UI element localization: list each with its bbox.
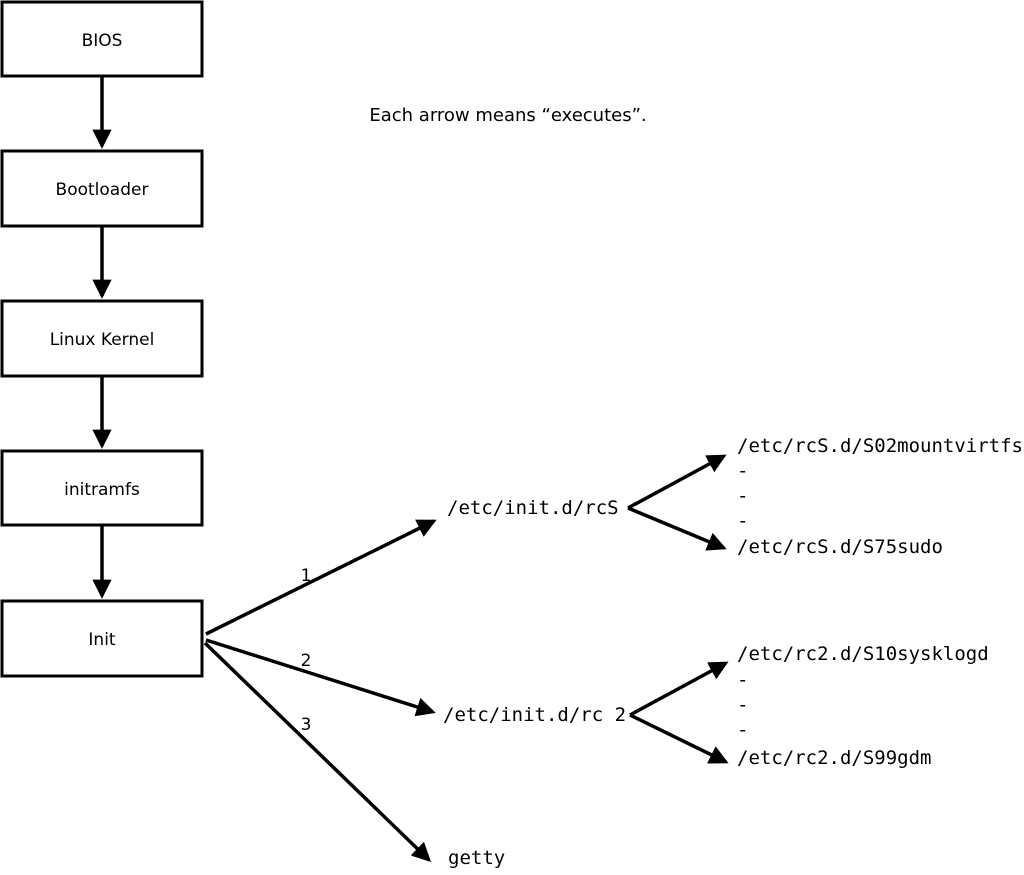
box-initramfs-label: initramfs — [64, 480, 140, 500]
branch-target-getty: getty — [448, 847, 505, 869]
rc2-script-fan: /etc/rc2.d/S10sysklogd - - - /etc/rc2.d/… — [629, 643, 989, 769]
box-initramfs — [0, 449, 204, 527]
boot-chain: BIOS Bootloader Linux Kernel initramfs I… — [0, 0, 204, 678]
box-init-label: Init — [88, 630, 116, 650]
box-bios — [0, 0, 204, 78]
box-linux-kernel — [0, 299, 204, 378]
ellipsis-dash: - — [737, 719, 748, 741]
branch-order-2: 2 — [301, 651, 312, 671]
branch-target-rc2: /etc/init.d/rc 2 — [443, 704, 626, 726]
ellipsis-dash: - — [737, 460, 748, 482]
rcS-first-script: /etc/rcS.d/S02mountvirtfs — [737, 435, 1023, 457]
ellipsis-dash: - — [737, 485, 748, 507]
box-bootloader-label: Bootloader — [56, 180, 149, 200]
box-bios-label: BIOS — [82, 31, 123, 51]
arrow-init-to-getty — [203, 641, 432, 863]
rc2-last-script: /etc/rc2.d/S99gdm — [737, 747, 931, 769]
arrow-rc2-to-first-script — [629, 661, 729, 717]
branch-target-rcS: /etc/init.d/rcS — [447, 497, 619, 519]
arrow-init-to-rcS — [205, 519, 437, 636]
arrow-rcS-to-first-script — [627, 454, 727, 510]
ellipsis-dash: - — [737, 669, 748, 691]
branch-order-1: 1 — [301, 566, 312, 586]
rc2-first-script: /etc/rc2.d/S10sysklogd — [737, 643, 989, 665]
ellipsis-dash: - — [737, 510, 748, 532]
arrow-init-to-rc2 — [205, 638, 436, 717]
box-init — [0, 599, 204, 678]
branch-order-3: 3 — [301, 715, 312, 735]
diagram-note: Each arrow means “executes”. — [369, 105, 646, 126]
rcS-script-fan: /etc/rcS.d/S02mountvirtfs - - - /etc/rcS… — [627, 435, 1023, 558]
init-fan: 1 /etc/init.d/rcS 2 /etc/init.d/rc 2 3 g… — [203, 497, 626, 869]
ellipsis-dash: - — [737, 694, 748, 716]
arrow-rcS-to-last-script — [627, 506, 727, 551]
rcS-last-script: /etc/rcS.d/S75sudo — [737, 536, 943, 558]
box-linux-kernel-label: Linux Kernel — [50, 330, 155, 350]
arrow-rc2-to-last-script — [629, 713, 729, 764]
